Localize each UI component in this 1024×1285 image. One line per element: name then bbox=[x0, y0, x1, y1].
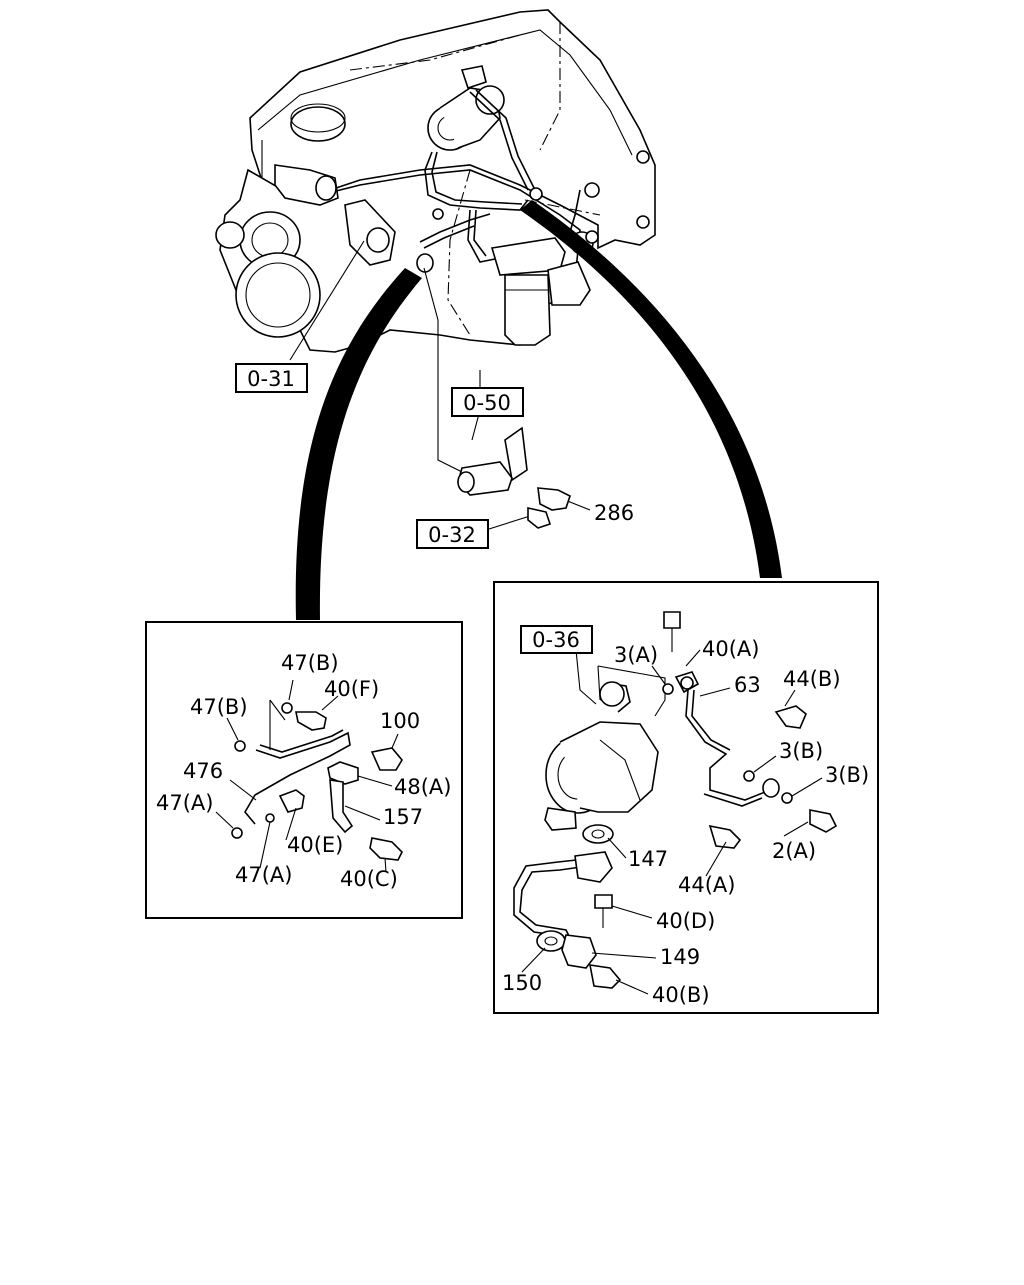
left-inset-drawing bbox=[231, 699, 403, 861]
callout-47b-left: 47(B) bbox=[190, 695, 248, 719]
callout-47a-left: 47(A) bbox=[156, 791, 213, 815]
inset-connector-right bbox=[520, 200, 782, 578]
callout-3b-upper: 3(B) bbox=[779, 739, 823, 763]
callout-40d: 40(D) bbox=[656, 909, 715, 933]
callout-2a: 2(A) bbox=[772, 839, 816, 863]
callout-149: 149 bbox=[660, 945, 700, 969]
left-inset-leaders bbox=[215, 679, 399, 873]
right-inset-leaders bbox=[521, 649, 823, 995]
ref-label-0-32: 0-32 bbox=[428, 523, 476, 547]
callout-150: 150 bbox=[502, 971, 542, 995]
callout-47a-bottom: 47(A) bbox=[235, 863, 292, 887]
ref-box-0-32: 0-32 bbox=[416, 519, 489, 549]
engine-assembly-drawing bbox=[215, 9, 656, 353]
callout-48a: 48(A) bbox=[394, 775, 451, 799]
callout-476: 476 bbox=[183, 759, 223, 783]
callout-40c: 40(C) bbox=[340, 867, 398, 891]
main-leader-lines bbox=[289, 240, 591, 530]
ref-label-0-50: 0-50 bbox=[463, 391, 511, 415]
callout-40f: 40(F) bbox=[324, 677, 379, 701]
callout-100: 100 bbox=[380, 709, 420, 733]
callout-3b-right: 3(B) bbox=[825, 763, 869, 787]
ref-label-0-31: 0-31 bbox=[247, 367, 295, 391]
callout-3a: 3(A) bbox=[614, 643, 658, 667]
callout-44b: 44(B) bbox=[783, 667, 841, 691]
callout-63: 63 bbox=[734, 673, 761, 697]
ref-box-0-31: 0-31 bbox=[235, 363, 308, 393]
right-inset-panel bbox=[493, 581, 879, 1014]
ref-box-0-50: 0-50 bbox=[451, 387, 524, 417]
ref-box-0-36: 0-36 bbox=[520, 625, 593, 654]
callout-40a: 40(A) bbox=[702, 637, 759, 661]
bracket-0-50-drawing bbox=[457, 426, 571, 529]
callout-157: 157 bbox=[383, 805, 423, 829]
callout-44a: 44(A) bbox=[678, 873, 735, 897]
callout-47b-top: 47(B) bbox=[281, 651, 339, 675]
right-inset-drawing bbox=[513, 611, 838, 989]
callout-147: 147 bbox=[628, 847, 668, 871]
left-inset-panel bbox=[145, 621, 463, 919]
ref-label-0-36: 0-36 bbox=[532, 628, 580, 652]
inset-connector-left bbox=[295, 268, 422, 620]
callout-40b: 40(B) bbox=[652, 983, 710, 1007]
callout-286: 286 bbox=[594, 501, 634, 525]
callout-40e: 40(E) bbox=[287, 833, 343, 857]
